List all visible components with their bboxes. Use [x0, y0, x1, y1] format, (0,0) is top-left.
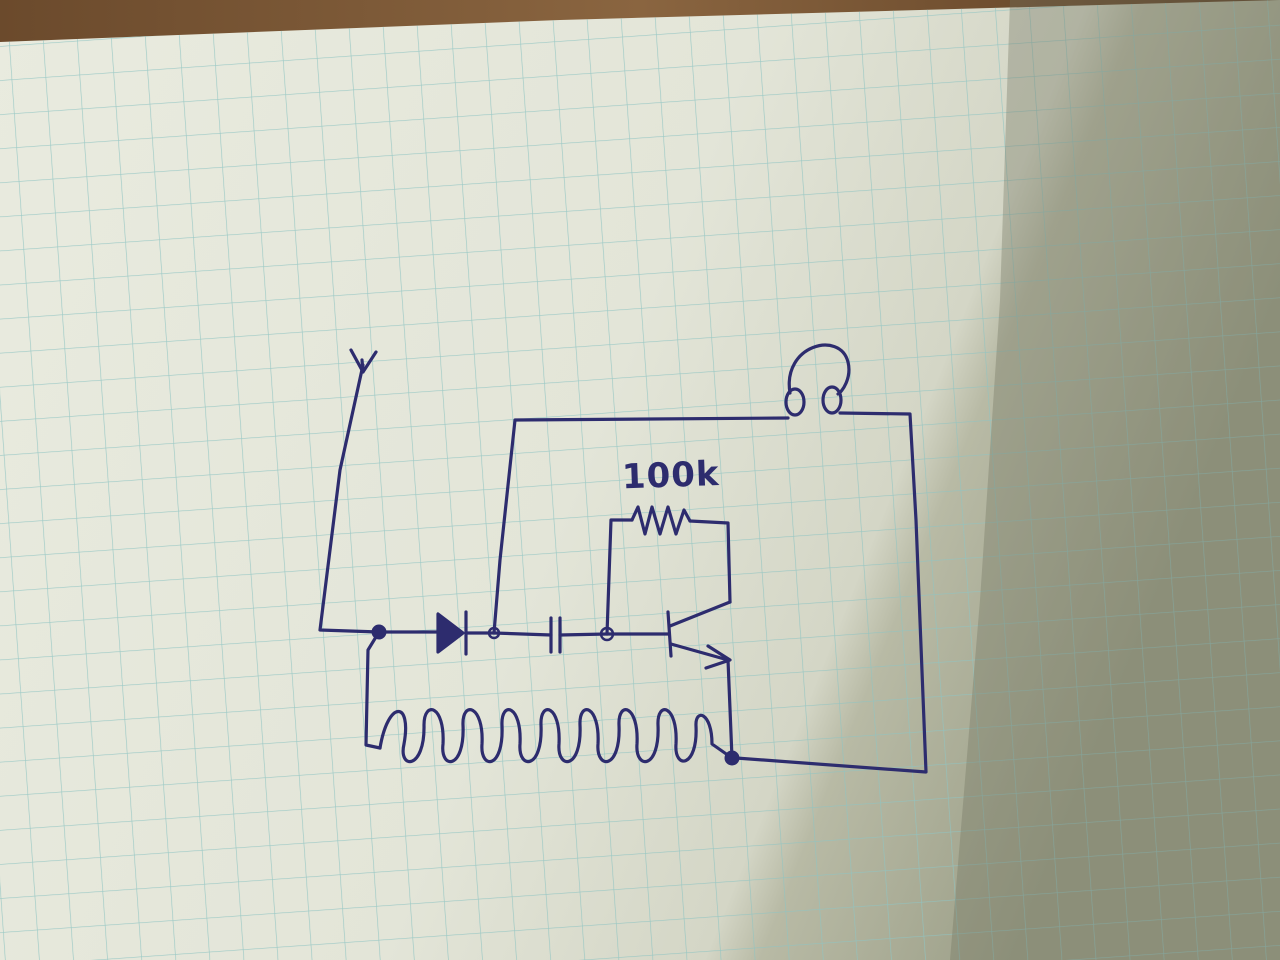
transistor-emitter-arrow: [704, 644, 732, 670]
wire-junction-to-top: [492, 416, 790, 635]
resistor-value-label: 100k: [621, 454, 720, 497]
antenna-wire: [318, 363, 381, 634]
junction-base-node: [599, 626, 615, 642]
wire-resistor-right: [688, 519, 732, 604]
wire-emitter-to-ground: [726, 658, 734, 760]
transistor-symbol: [666, 600, 732, 670]
junction-diode-output: [487, 626, 501, 640]
wire-capacitor-to-base-junction: [558, 632, 609, 637]
junction-dots: [371, 624, 740, 766]
transistor-collector: [668, 600, 732, 628]
paper-shadow: [950, 0, 1280, 960]
diode-symbol: [436, 610, 468, 656]
wire-junction-to-capacitor: [492, 631, 553, 637]
junction-ground-node: [724, 750, 740, 766]
capacitor-symbol: [549, 616, 562, 654]
resistor-symbol: [630, 505, 692, 536]
transistor-emitter: [669, 642, 730, 662]
wire-headphones-right: [734, 411, 928, 774]
wire-left-to-coil: [364, 630, 382, 750]
junction-antenna-node: [371, 624, 387, 640]
inductor-coil: [378, 708, 734, 764]
headphones-symbol: [784, 343, 851, 417]
wire-resistor-left: [605, 518, 634, 636]
circuit: [318, 343, 928, 774]
